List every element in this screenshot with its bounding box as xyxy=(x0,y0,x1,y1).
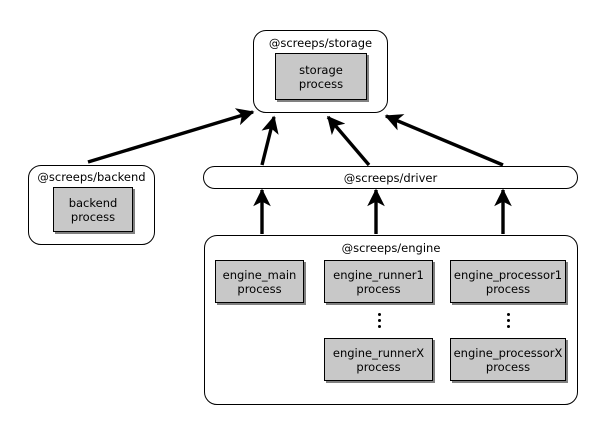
process-backend-line2: process xyxy=(70,209,116,224)
process-engine-runnerx-line2: process xyxy=(356,359,401,374)
process-engine-processorx[interactable]: engine_processorX process xyxy=(450,338,566,381)
process-engine-runner1-line2: process xyxy=(356,281,401,296)
process-storage[interactable]: storage process xyxy=(275,53,367,100)
process-engine-main[interactable]: engine_main process xyxy=(215,260,304,303)
package-engine[interactable]: @screeps/engine engine_main process engi… xyxy=(204,235,578,405)
edge-driver-mid-to-storage xyxy=(326,115,371,167)
edge-backend-to-storage xyxy=(87,108,255,164)
process-engine-runner1[interactable]: engine_runner1 process xyxy=(324,260,433,303)
process-engine-runnerx-line1: engine_runnerX xyxy=(332,345,425,360)
process-engine-processorx-line2: process xyxy=(485,359,531,374)
package-driver-label: @screeps/driver xyxy=(343,170,438,185)
package-driver[interactable]: @screeps/driver xyxy=(203,166,578,189)
package-backend-label: @screeps/backend xyxy=(37,170,146,184)
process-engine-processor1-line2: process xyxy=(485,281,531,296)
edge-driver-right-to-storage xyxy=(384,114,504,167)
process-engine-main-line1: engine_main xyxy=(222,267,297,282)
process-backend[interactable]: backend process xyxy=(53,187,133,232)
process-backend-line1: backend xyxy=(68,195,118,210)
process-storage-line2: process xyxy=(298,76,344,91)
package-storage[interactable]: @screeps/storage storage process xyxy=(253,30,388,113)
process-engine-processorx-line1: engine_processorX xyxy=(453,345,563,360)
package-storage-label: @screeps/storage xyxy=(268,36,373,50)
process-storage-line1: storage xyxy=(299,62,343,77)
edge-driver-left-to-storage xyxy=(260,115,279,166)
process-engine-main-line2: process xyxy=(237,281,282,296)
process-engine-processor1-line1: engine_processor1 xyxy=(453,267,563,282)
package-backend[interactable]: @screeps/backend backend process xyxy=(28,165,155,245)
runner-ellipsis-icon xyxy=(373,310,385,331)
package-engine-label: @screeps/engine xyxy=(341,241,441,255)
processor-ellipsis-icon xyxy=(502,310,514,331)
process-engine-runnerx[interactable]: engine_runnerX process xyxy=(324,338,433,381)
process-engine-runner1-line1: engine_runner1 xyxy=(333,267,424,282)
process-engine-processor1[interactable]: engine_processor1 process xyxy=(450,260,566,303)
